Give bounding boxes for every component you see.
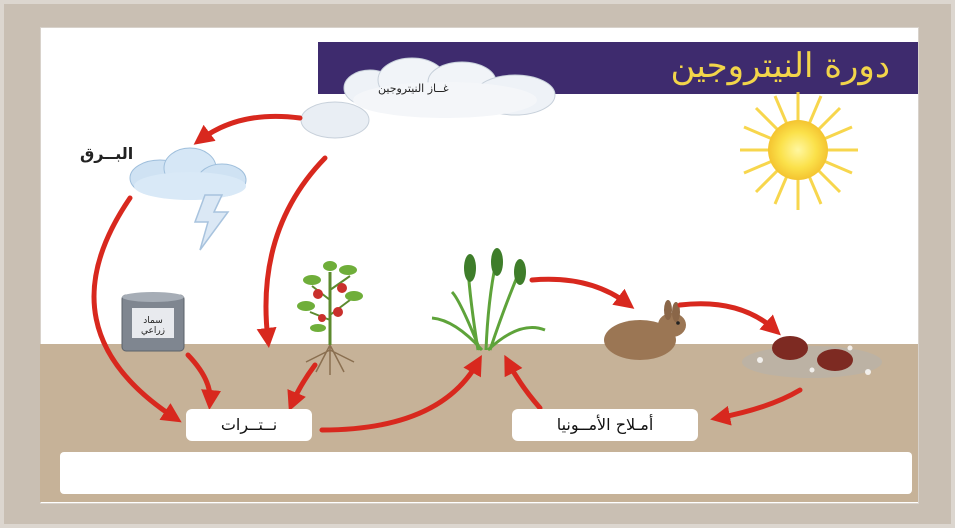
- ammonia-salts-label: أمـلاح الأمــونيا: [512, 409, 698, 441]
- caption-box: [60, 452, 912, 494]
- arrow-rabbit-to-decay: [680, 304, 775, 330]
- arrow-cloud-to-lightning: [200, 116, 300, 140]
- arrow-plant-to-nitrates: [292, 365, 315, 404]
- nitrates-label: نــتــرات: [186, 409, 312, 441]
- fertilizer-label: سماد زراعي: [134, 316, 172, 336]
- nitrogen-cloud-icon: [301, 58, 555, 138]
- arrow-ammonia-to-grass: [508, 362, 540, 408]
- decomposing-matter-icon: [742, 336, 882, 378]
- rabbit-icon: [604, 300, 686, 360]
- arrow-grass-to-rabbit: [532, 279, 628, 304]
- arrow-decay-to-ammonia: [718, 390, 800, 418]
- arrow-nitrates-to-grass: [322, 362, 478, 430]
- storm-cloud-icon: [130, 148, 246, 200]
- lightning-label: البــرق: [80, 144, 133, 163]
- nitrogen-gas-label: غــاز النيتروجين: [378, 82, 449, 95]
- arrow-cloud-to-nitrates: [266, 158, 325, 340]
- grass-plant-icon: [432, 248, 545, 350]
- sun-icon: [740, 92, 858, 210]
- tomato-plant-icon: [297, 261, 363, 375]
- lightning-bolt-icon: [195, 195, 228, 250]
- arrow-fertilizer-to-nitrates: [188, 355, 210, 402]
